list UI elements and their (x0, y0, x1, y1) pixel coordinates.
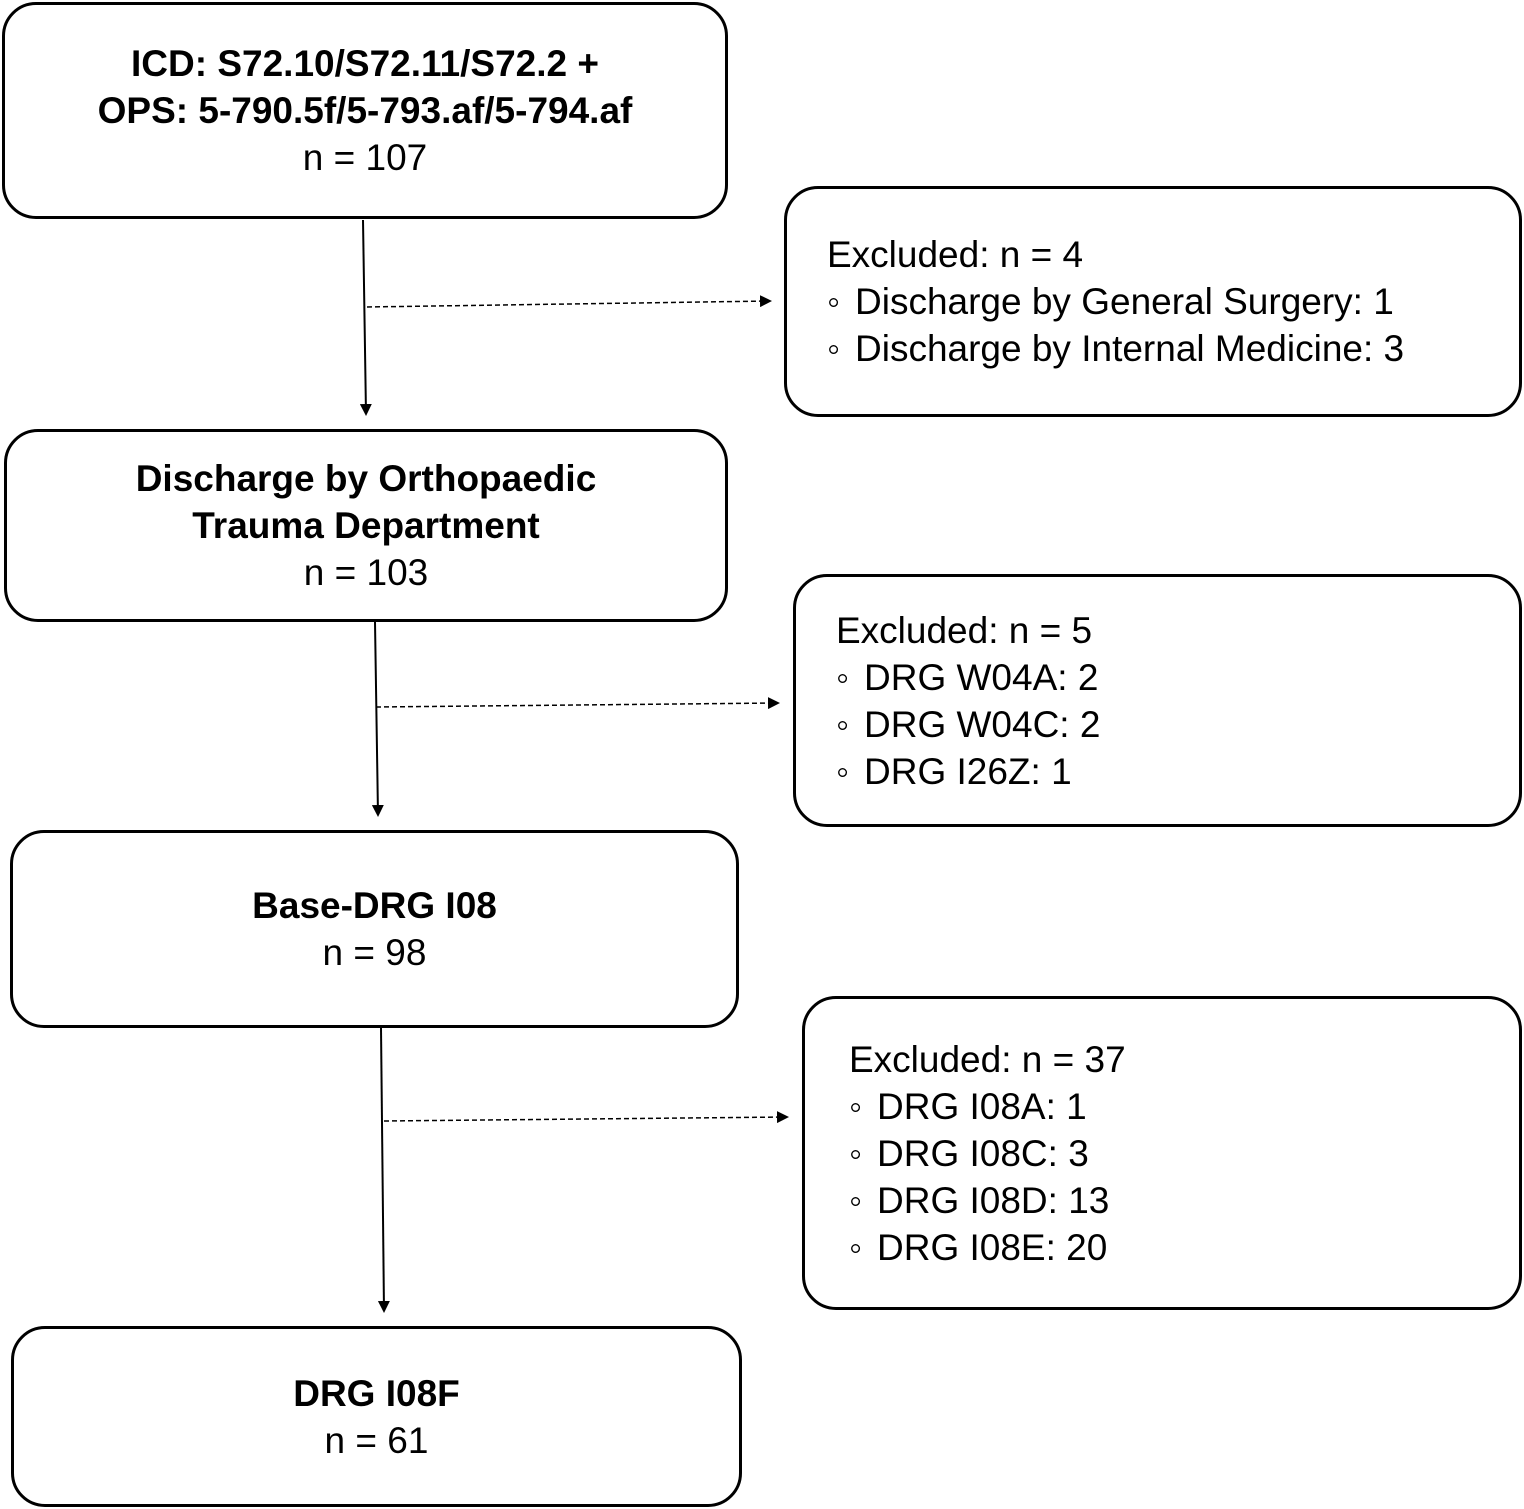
bullet-icon: ◦ (836, 656, 850, 698)
bullet-icon: ◦ (827, 281, 841, 322)
ortho-title-line1: Discharge by Orthopaedic (135, 458, 597, 499)
initial-cohort-box: ICD: S72.10/S72.11/S72.2 + OPS: 5-790.5f… (2, 2, 728, 219)
ortho-title-line2: Trauma Department (192, 505, 540, 546)
initial-count: n = 107 (302, 137, 428, 178)
bullet-icon: ◦ (849, 1179, 863, 1221)
base-drg-title: Base-DRG I08 (252, 885, 497, 926)
exclusion-first-item-text: Discharge by Internal Medicine: 3 (855, 328, 1405, 369)
exclusion-box-third: Excluded: n = 37 ◦ DRG I08A: 1 ◦ DRG I08C:… (802, 996, 1522, 1310)
ortho-discharge-box: Discharge by Orthopaedic Trauma Departme… (4, 429, 728, 622)
initial-criteria-icd: ICD: S72.10/S72.11/S72.2 + (131, 43, 599, 84)
exclusion-first-header: Excluded: n = 4 (827, 234, 1084, 275)
base-drg-box: Base-DRG I08 n = 98 (10, 830, 739, 1028)
exclusion-third-item: ◦ DRG I08C: 3 (849, 1130, 1519, 1177)
exclusion-third-item: ◦ DRG I08D: 13 (849, 1177, 1519, 1224)
exclusion-second-header: Excluded: n = 5 (836, 609, 1093, 651)
final-drg-box: DRG I08F n = 61 (11, 1326, 742, 1507)
bullet-icon: ◦ (849, 1226, 863, 1268)
bullet-icon: ◦ (849, 1132, 863, 1174)
exclusion-first-item: ◦ Discharge by General Surgery: 1 (827, 278, 1519, 325)
arrow-initial-to-ortho (359, 219, 372, 416)
exclusion-third-item-text: DRG I08A: 1 (877, 1085, 1087, 1127)
exclusion-third-header: Excluded: n = 37 (849, 1038, 1126, 1080)
exclusion-box-second: Excluded: n = 5 ◦ DRG W04A: 2 ◦ DRG W04C: … (793, 574, 1522, 827)
exclusion-first-item-text: Discharge by General Surgery: 1 (855, 281, 1394, 322)
bullet-icon: ◦ (836, 703, 850, 745)
exclusion-third-item-text: DRG I08E: 20 (877, 1226, 1108, 1268)
initial-criteria-ops: OPS: 5-790.5f/5-793.af/5-794.af (97, 90, 633, 131)
exclusion-second-item-text: DRG W04C: 2 (864, 703, 1101, 745)
arrow-exclusion-first (366, 295, 772, 308)
exclusion-third-item: ◦ DRG I08A: 1 (849, 1083, 1519, 1130)
final-drg-count: n = 61 (324, 1419, 429, 1461)
final-drg-title: DRG I08F (293, 1372, 460, 1414)
exclusion-second-item: ◦ DRG W04A: 2 (836, 654, 1519, 701)
exclusion-third-item-text: DRG I08D: 13 (877, 1179, 1110, 1221)
bullet-icon: ◦ (827, 328, 841, 369)
base-drg-count: n = 98 (322, 932, 427, 973)
arrow-ortho-to-base (371, 621, 384, 817)
bullet-icon: ◦ (836, 750, 850, 792)
exclusion-third-item: ◦ DRG I08E: 20 (849, 1224, 1519, 1271)
arrow-exclusion-second (375, 697, 780, 710)
exclusion-first-item: ◦ Discharge by Internal Medicine: 3 (827, 325, 1519, 372)
exclusion-second-item: ◦ DRG I26Z: 1 (836, 748, 1519, 795)
exclusion-second-item: ◦ DRG W04C: 2 (836, 701, 1519, 748)
bullet-icon: ◦ (849, 1085, 863, 1127)
exclusion-second-item-text: DRG W04A: 2 (864, 656, 1099, 698)
arrow-exclusion-third (383, 1111, 789, 1124)
exclusion-second-item-text: DRG I26Z: 1 (864, 750, 1072, 792)
ortho-count: n = 103 (303, 552, 429, 593)
exclusion-box-first: Excluded: n = 4 ◦ Discharge by General Su… (784, 186, 1522, 417)
arrow-base-to-final (377, 1027, 390, 1313)
exclusion-third-item-text: DRG I08C: 3 (877, 1132, 1089, 1174)
